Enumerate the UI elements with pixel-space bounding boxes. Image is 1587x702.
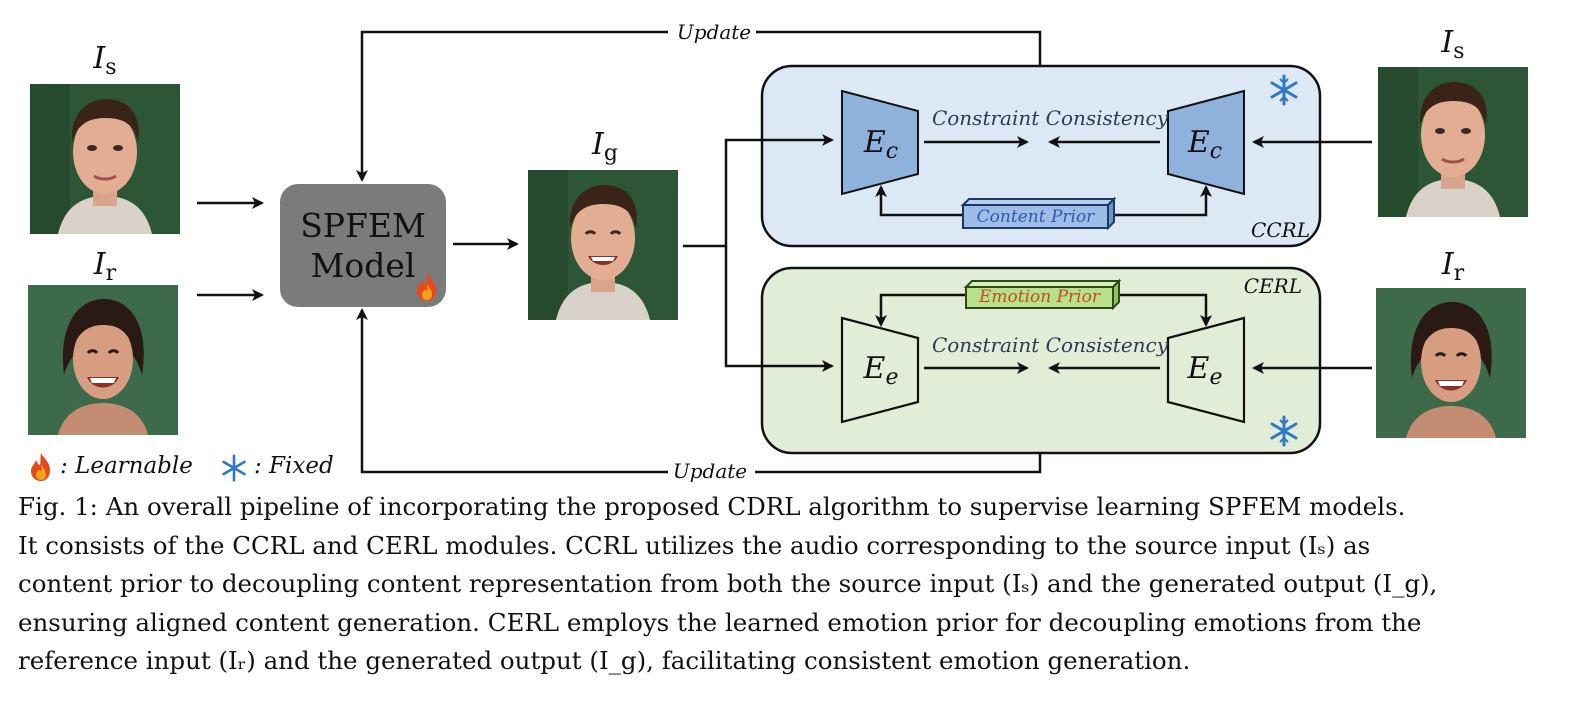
emotion-prior-label: Emotion Prior bbox=[979, 287, 1100, 307]
ccrl-encoder-right-label: Ec bbox=[1187, 125, 1223, 165]
fire-icon bbox=[417, 273, 436, 301]
reference-label: Ir bbox=[93, 247, 117, 287]
ccrl-encoder-left bbox=[841, 89, 919, 196]
cerl-encoder-right-label: Ee bbox=[1187, 351, 1223, 391]
caption-line-4: ensuring aligned content generation. CER… bbox=[18, 607, 1422, 637]
pipeline-diagram bbox=[197, 30, 1372, 474]
snowflake-icon bbox=[1270, 74, 1298, 106]
cerl-encoder-right bbox=[1166, 316, 1246, 424]
ccrl-module-label: CCRL bbox=[1251, 218, 1310, 242]
ccrl-encoder-right bbox=[1167, 89, 1245, 196]
reference-face-image bbox=[28, 285, 178, 435]
caption-line-3: content prior to decoupling content repr… bbox=[18, 569, 1438, 598]
caption-line-2: It consists of the CCRL and CERL modules… bbox=[18, 530, 1371, 560]
generated-face-image bbox=[528, 170, 678, 320]
reference-label-right: Ir bbox=[1441, 247, 1465, 287]
source-face-image bbox=[30, 84, 180, 234]
content-prior-box bbox=[962, 204, 1109, 229]
source-label-right: Is bbox=[1441, 25, 1465, 65]
snowflake-icon-cerl bbox=[1270, 415, 1298, 447]
cerl-module-label: CERL bbox=[1243, 274, 1302, 298]
legend-fixed-label: : Fixed bbox=[254, 453, 334, 479]
cerl-consistency-label: Constraint Consistency bbox=[931, 333, 1169, 357]
figure-caption: Fig. 1: An overall pipeline of incorpora… bbox=[18, 488, 1558, 681]
ccrl-encoder-left-label: Ec bbox=[863, 125, 899, 165]
cerl-encoder-left bbox=[840, 316, 920, 424]
spfem-model-box: SPFEM Model bbox=[280, 184, 446, 307]
generated-label: Ig bbox=[592, 127, 618, 167]
source-face-image-right bbox=[1378, 67, 1528, 217]
ccrl-consistency-label: Constraint Consistency bbox=[931, 106, 1169, 130]
update-top-label: Update bbox=[672, 20, 756, 44]
legend-learnable-label: : Learnable bbox=[60, 453, 193, 479]
reference-face-image-right bbox=[1376, 288, 1526, 438]
cerl-encoder-left-label: Ee bbox=[863, 351, 899, 391]
content-prior-label: Content Prior bbox=[976, 207, 1095, 227]
source-label: Is bbox=[93, 41, 117, 81]
legend-snowflake-icon bbox=[222, 454, 246, 482]
update-bottom-label: Update bbox=[668, 459, 752, 483]
model-label-line2: Model bbox=[310, 246, 416, 285]
legend-fire-icon bbox=[31, 453, 50, 481]
caption-line-5: reference input (Iᵣ) and the generated o… bbox=[18, 646, 1191, 675]
model-label-line1: SPFEM bbox=[300, 206, 426, 245]
emotion-prior-box bbox=[965, 286, 1114, 309]
caption-line-1: Fig. 1: An overall pipeline of incorpora… bbox=[18, 492, 1406, 521]
